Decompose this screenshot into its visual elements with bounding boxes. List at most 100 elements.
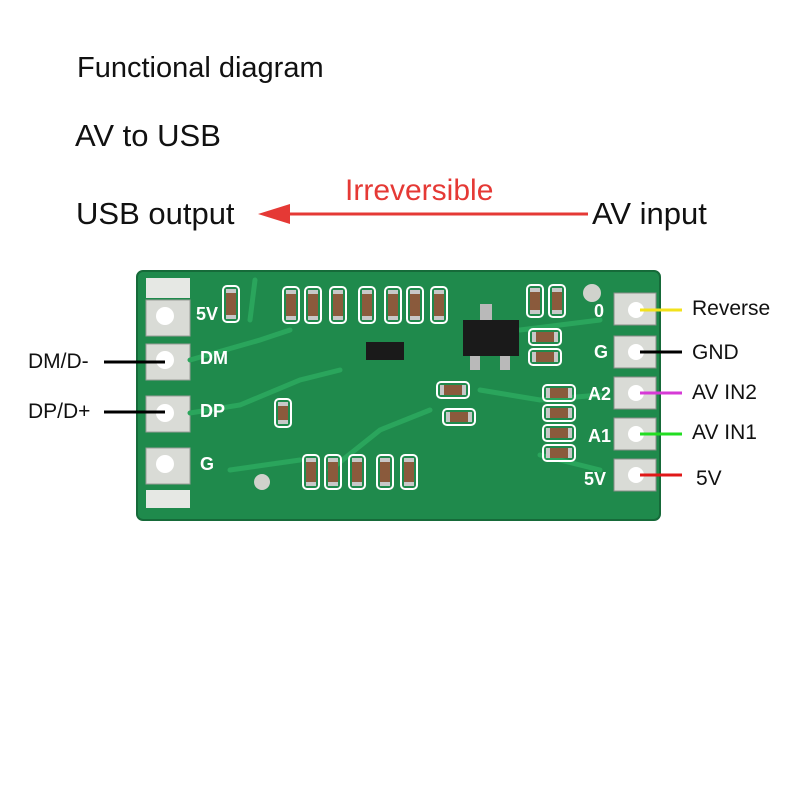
smd-terminal xyxy=(462,385,466,395)
smd-terminal xyxy=(380,482,390,486)
component-outline xyxy=(282,286,300,324)
smd-terminal xyxy=(434,316,444,320)
smd-terminal xyxy=(468,412,472,422)
av-in2-pin-label: AV IN2 xyxy=(692,381,757,404)
smd-terminal xyxy=(306,458,316,462)
smd-part xyxy=(388,290,398,320)
smd-terminal xyxy=(568,388,572,398)
small-chip xyxy=(366,342,404,360)
smd-terminal xyxy=(568,408,572,418)
smd-terminal xyxy=(552,288,562,292)
smd-terminal xyxy=(532,332,536,342)
smd-terminal xyxy=(404,458,414,462)
smd-terminal xyxy=(286,290,296,294)
smd-terminal xyxy=(333,290,343,294)
smd-part xyxy=(410,290,420,320)
component-outline xyxy=(542,444,576,462)
silkscreen: 5V DM DP G 0 G A2 A1 5V xyxy=(196,301,611,489)
smd-terminal xyxy=(308,290,318,294)
smd-terminal xyxy=(410,316,420,320)
gnd-pin-label: GND xyxy=(692,341,739,364)
usb-output-label: USB output xyxy=(76,196,235,231)
smd-terminal xyxy=(532,352,536,362)
smd-part xyxy=(308,290,318,320)
smd-terminal xyxy=(546,408,550,418)
smd-part xyxy=(333,290,343,320)
av-in1-pin-label: AV IN1 xyxy=(692,421,757,444)
smd-terminal xyxy=(388,290,398,294)
reverse-pin-label: Reverse xyxy=(692,297,771,320)
component-outline xyxy=(542,384,576,402)
component-outline xyxy=(222,285,240,323)
component-outline xyxy=(406,286,424,324)
av-input-label: AV input xyxy=(592,196,707,231)
dp-pin-label: DP/D+ xyxy=(28,400,91,423)
smd-part xyxy=(532,332,558,342)
smd-part xyxy=(328,458,338,486)
component-outline xyxy=(384,286,402,324)
right-header xyxy=(613,292,657,492)
silk-label: DP xyxy=(200,401,225,421)
smd-terminal xyxy=(410,290,420,294)
component-outline xyxy=(348,454,366,490)
component-outline xyxy=(542,424,576,442)
transistor-chip xyxy=(463,320,519,356)
silk-label: A2 xyxy=(588,384,611,404)
silk-label: G xyxy=(200,454,214,474)
component-outline xyxy=(526,284,544,318)
flow-arrow xyxy=(258,204,588,224)
smd-part xyxy=(226,289,236,319)
smd-part xyxy=(530,288,540,314)
smd-part xyxy=(532,352,558,362)
smd-part xyxy=(552,288,562,314)
smd-part xyxy=(404,458,414,486)
smd-terminal xyxy=(308,316,318,320)
smd-terminal xyxy=(333,316,343,320)
pad-5v-left xyxy=(145,299,191,337)
smd-terminal xyxy=(352,482,362,486)
smd-part xyxy=(446,412,472,422)
silk-label: 5V xyxy=(584,469,606,489)
smd-components xyxy=(222,284,576,490)
smd-terminal xyxy=(226,289,236,293)
smd-terminal xyxy=(568,448,572,458)
smd-terminal xyxy=(546,428,550,438)
smd-terminal xyxy=(328,482,338,486)
smd-terminal xyxy=(440,385,444,395)
dm-pin-label: DM/D- xyxy=(28,350,89,373)
left-header xyxy=(145,278,191,508)
smd-part xyxy=(546,428,572,438)
silk-label: 0 xyxy=(594,301,604,321)
component-outline xyxy=(274,398,292,428)
smd-part xyxy=(306,458,316,486)
smd-terminal xyxy=(530,310,540,314)
component-outline xyxy=(528,328,562,346)
smd-terminal xyxy=(226,315,236,319)
component-outline xyxy=(528,348,562,366)
component-outline xyxy=(329,286,347,324)
component-outline xyxy=(400,454,418,490)
smd-part xyxy=(380,458,390,486)
smd-terminal xyxy=(362,290,372,294)
test-point xyxy=(583,284,601,302)
smd-terminal xyxy=(286,316,296,320)
silk-label: A1 xyxy=(588,426,611,446)
diagram-title: Functional diagram xyxy=(77,52,324,84)
smd-terminal xyxy=(380,458,390,462)
5v-pin-label: 5V xyxy=(696,467,722,490)
component-outline xyxy=(324,454,342,490)
smd-terminal xyxy=(554,352,558,362)
smd-terminal xyxy=(568,428,572,438)
smd-terminal xyxy=(404,482,414,486)
diagram-subtitle: AV to USB xyxy=(75,118,221,153)
component-outline xyxy=(542,404,576,422)
smd-part xyxy=(546,408,572,418)
smd-terminal xyxy=(388,316,398,320)
smd-terminal xyxy=(554,332,558,342)
smd-terminal xyxy=(546,448,550,458)
test-point xyxy=(254,474,270,490)
silk-label: 5V xyxy=(196,304,218,324)
smd-part xyxy=(278,402,288,424)
silk-label: DM xyxy=(200,348,228,368)
